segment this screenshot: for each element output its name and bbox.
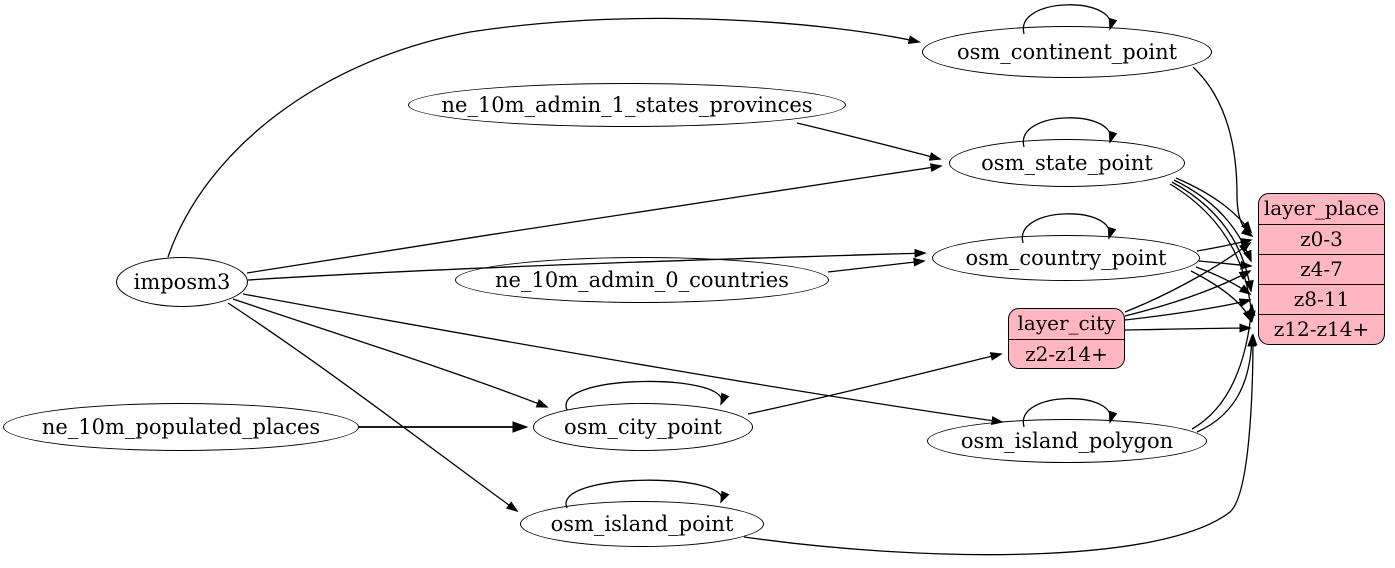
edge-osm_country_point-layer_place-z12-z14 [1190,270,1252,323]
node-osm-island-polygon: osm_island_polygon [927,419,1207,463]
edge-ne_10m_admin_1_states_provinces-osm_state_point [796,122,942,161]
edge-layer_city-layer_place-z4-7 [1124,270,1252,317]
record-row-z0-3: z0-3 [1259,224,1384,254]
node-label: osm_continent_point [956,40,1178,64]
edge-imposm3-osm_continent_point [167,17,921,258]
record-row-z2-z14: z2-z14+ [1009,339,1124,368]
record-header: layer_place [1263,196,1380,220]
edge-osm_state_point-layer_place-z0-3 [1175,177,1253,234]
node-osm-continent-point: osm_continent_point [922,26,1212,78]
node-label: ne_10m_populated_places [41,415,321,439]
node-ne-10m-admin-1-states-provinces: ne_10m_admin_1_states_provinces [408,83,846,127]
node-label: imposm3 [133,270,231,294]
node-osm-city-point: osm_city_point [533,403,753,451]
node-label: osm_island_polygon [960,429,1174,453]
node-imposm3: imposm3 [116,257,248,307]
edge-osm_continent_point-layer_place-z0-3 [1192,66,1254,238]
record-row-z4-7: z4-7 [1259,254,1384,284]
node-label: ne_10m_admin_1_states_provinces [441,93,813,117]
record-row-z12-z14: z12-z14+ [1259,314,1384,344]
node-label: osm_country_point [965,246,1167,270]
node-label: osm_city_point [564,415,722,439]
edge-layer_city-layer_place-z12-z14 [1124,323,1252,333]
node-layer-city: layer_city z2-z14+ [1008,308,1125,369]
node-label: osm_island_point [550,512,734,536]
node-label: ne_10m_admin_0_countries [495,268,789,292]
node-osm-country-point: osm_country_point [932,235,1200,281]
edge-osm_city_point-layer_city-z2-z14 [747,352,1003,415]
edge-osm_island_polygon-layer_place-z8-11 [1191,303,1256,430]
node-osm-island-point: osm_island_point [520,501,764,547]
edge-osm_country_point-layer_place-z4-7 [1198,260,1253,270]
edge-ne_10m_admin_0_countries-osm_country_point [827,257,926,273]
edge-osm_state_point-layer_place-z8-11 [1171,181,1254,293]
record-header: layer_city [1017,311,1116,335]
edge-osm_country_point-layer_place-z0-3 [1196,238,1253,252]
node-ne-10m-populated-places: ne_10m_populated_places [3,403,359,451]
edge-osm_island_polygon-layer_place-z12-z14 [1196,334,1257,433]
edge-layer_city-layer_place-z8-11 [1124,298,1252,321]
edge-imposm3-osm_city_point [232,298,549,408]
edge-osm_country_point-layer_place-z8-11 [1195,266,1252,296]
node-ne-10m-admin-0-countries: ne_10m_admin_0_countries [455,257,829,303]
record-row-z8-11: z8-11 [1259,284,1384,314]
node-label: osm_state_point [981,151,1153,175]
node-layer-place: layer_place z0-3 z4-7 z8-11 z12-z14+ [1258,193,1385,345]
node-osm-state-point: osm_state_point [949,139,1185,187]
